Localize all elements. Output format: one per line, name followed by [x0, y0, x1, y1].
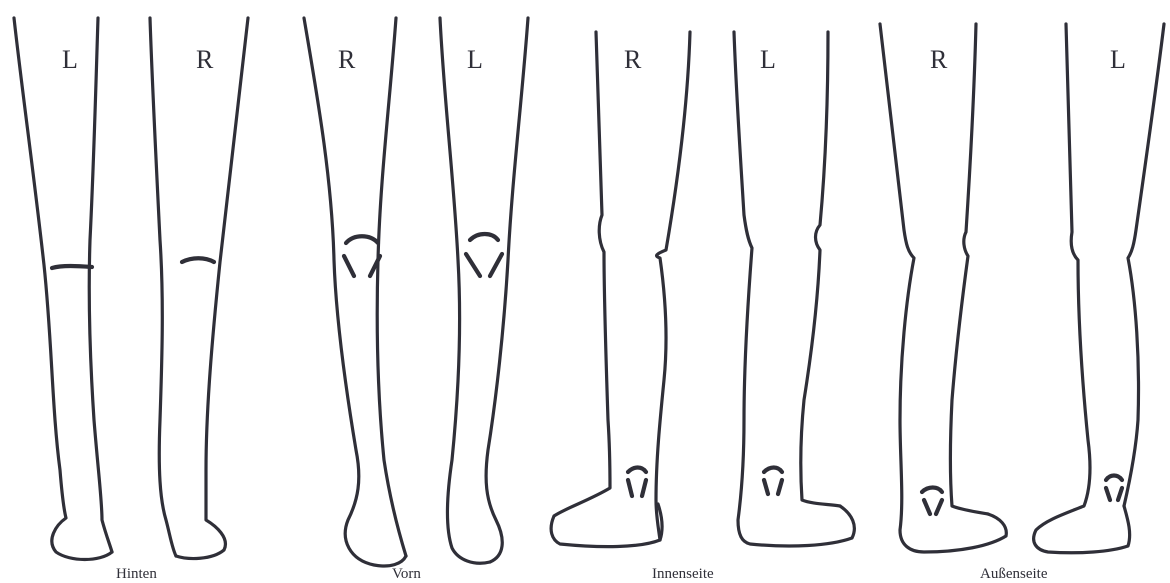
view-caption-vorn: Vorn — [392, 566, 421, 582]
leg-outline-outer — [176, 18, 248, 558]
leg-outline-inner — [150, 18, 176, 556]
ankle-bone-mark — [924, 500, 930, 514]
kneecap-mark — [346, 236, 378, 243]
ankle-bone-mark — [778, 480, 782, 494]
leg-outline-outer — [486, 18, 528, 562]
kneecap-mark — [490, 254, 502, 276]
view-aussenseite: R L Außenseite — [880, 24, 1164, 582]
leg-aussenseite-left: L — [1034, 24, 1164, 553]
leg-outline-front — [656, 32, 690, 540]
ankle-bone-mark — [628, 480, 632, 496]
leg-outline-front — [951, 24, 989, 514]
view-caption-hinten: Hinten — [116, 566, 157, 582]
knee-crease-mark — [182, 258, 214, 262]
leg-outline-inner — [89, 18, 112, 552]
side-label-right: L — [760, 45, 776, 74]
ankle-bone-mark — [642, 480, 646, 496]
leg-innenseite-left: L — [734, 32, 854, 546]
ankle-bone-mark — [1118, 488, 1122, 500]
leg-outline-inner — [440, 18, 490, 563]
leg-aussenseite-right: R — [880, 24, 1006, 552]
leg-outline-back — [1124, 24, 1164, 506]
knee-crease-mark — [52, 266, 92, 268]
leg-outline-back — [734, 32, 854, 546]
ankle-bone-mark — [936, 500, 942, 514]
side-label-right: L — [467, 45, 483, 74]
view-vorn: R L Vorn — [304, 18, 528, 582]
leg-outline-back — [880, 24, 1006, 552]
kneecap-mark — [466, 254, 480, 276]
leg-innenseite-right: R — [551, 32, 690, 547]
side-label-right: R — [196, 45, 214, 74]
ankle-bone-mark — [922, 488, 942, 493]
side-label-right: L — [1110, 45, 1126, 74]
side-label-left: R — [338, 45, 356, 74]
leg-hinten-right: R — [150, 18, 248, 558]
view-caption-aussenseite: Außenseite — [980, 566, 1048, 582]
view-innenseite: R L Innenseite — [551, 32, 854, 582]
leg-vorn-left: L — [440, 18, 528, 563]
ankle-bone-mark — [628, 468, 646, 473]
kneecap-mark — [344, 256, 354, 276]
side-label-left: R — [930, 45, 948, 74]
leg-outline-outer — [304, 18, 406, 566]
view-hinten: L R Hinten — [14, 18, 248, 582]
leg-outline-front — [801, 32, 840, 506]
kneecap-mark — [470, 234, 498, 240]
leg-outline-front — [1034, 24, 1130, 553]
view-caption-innenseite: Innenseite — [652, 566, 714, 582]
ankle-bone-mark — [1106, 488, 1110, 500]
leg-vorn-right: R — [304, 18, 406, 566]
ankle-bone-mark — [764, 480, 768, 494]
leg-outline-outer — [14, 18, 112, 560]
side-label-left: R — [624, 45, 642, 74]
side-label-left: L — [62, 45, 78, 74]
leg-outline-inner — [377, 18, 406, 556]
ankle-bone-mark — [764, 468, 782, 473]
ankle-bone-mark — [1106, 476, 1122, 481]
leg-hinten-left: L — [14, 18, 112, 560]
